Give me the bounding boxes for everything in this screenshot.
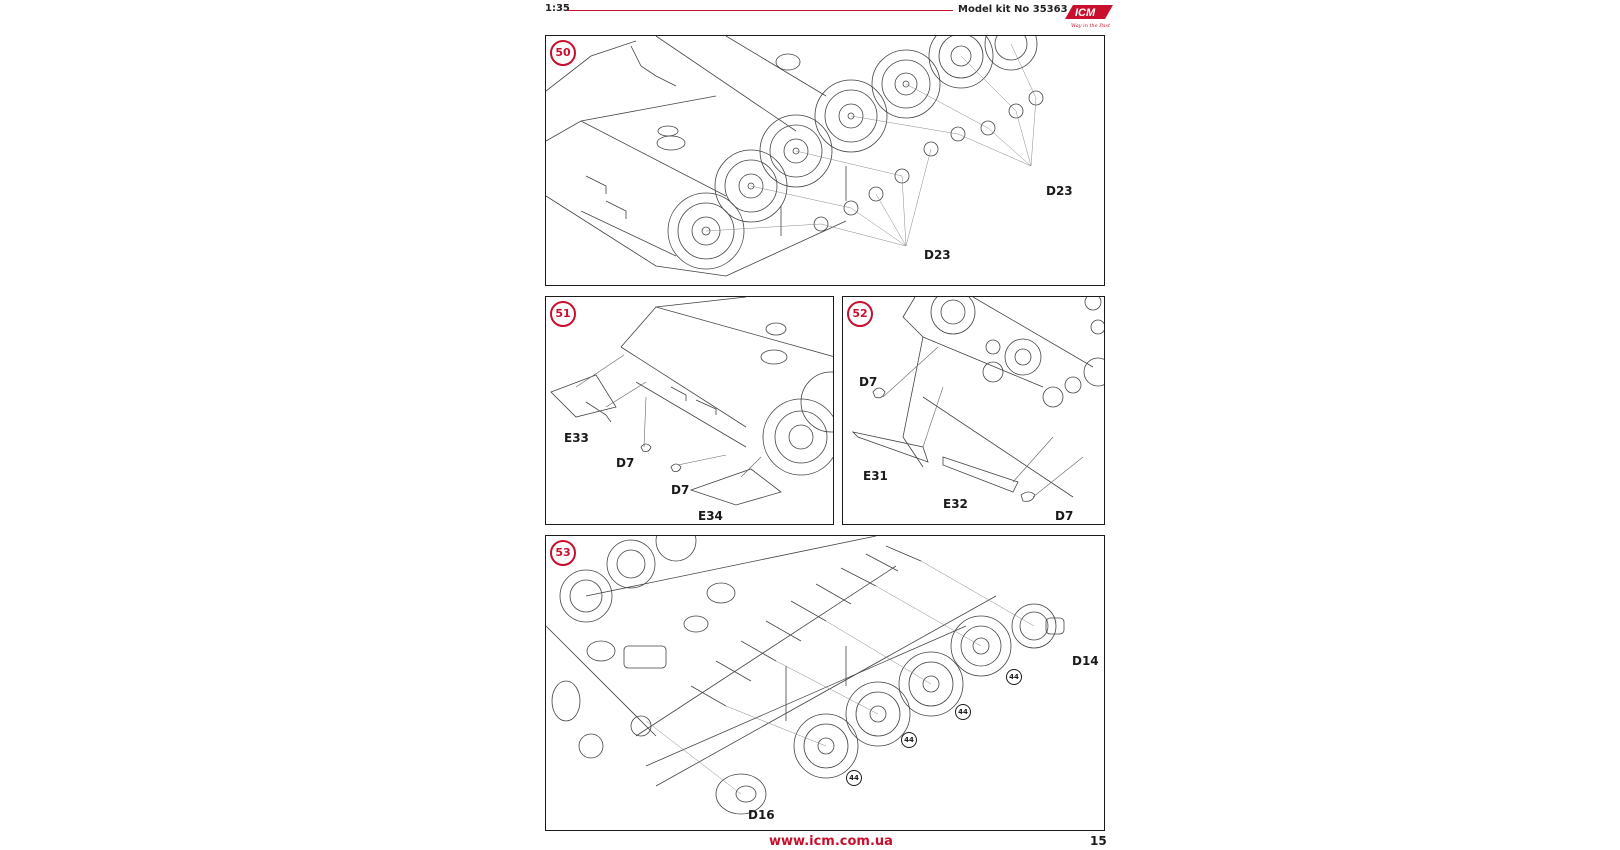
- step-number-badge: 50: [550, 40, 576, 66]
- step-51-panel: 51 E33 D7 D7 E34: [545, 296, 834, 525]
- scale-label: 1:35: [545, 3, 570, 14]
- part-label-e33: E33: [564, 431, 589, 445]
- step-number-badge: 53: [550, 540, 576, 566]
- part-label-d16: D16: [748, 808, 775, 822]
- header-rule: [567, 10, 953, 11]
- part-label-d7-lower: D7: [1055, 509, 1074, 523]
- brand-tagline: Way in the Past: [1071, 23, 1111, 29]
- icm-logo: ICM Way in the Past: [1063, 1, 1115, 29]
- step-number-badge: 51: [550, 301, 576, 327]
- step-50-panel: 50 D23 D23: [545, 35, 1105, 286]
- part-label-e32: E32: [943, 497, 968, 511]
- wheel-qty-marker: 44: [955, 704, 971, 720]
- brand-text: ICM: [1075, 7, 1096, 19]
- part-label-d7-upper: D7: [859, 375, 878, 389]
- part-label-d23-lower: D23: [924, 248, 951, 262]
- wheel-qty-marker: 44: [901, 732, 917, 748]
- wheel-qty-marker: 44: [846, 770, 862, 786]
- page-number: 15: [1090, 834, 1107, 848]
- step-53-panel: 53 D14 D16 44 44 44 44: [545, 535, 1105, 831]
- part-label-d7-right: D7: [671, 483, 690, 497]
- part-label-d23-upper: D23: [1046, 184, 1073, 198]
- step-50-drawing: [546, 36, 1044, 277]
- step-52-panel: 52 D7 E31 E32 D7: [842, 296, 1105, 525]
- part-label-e31: E31: [863, 469, 888, 483]
- part-label-d14: D14: [1072, 654, 1099, 668]
- footer-url[interactable]: www.icm.com.ua: [769, 834, 893, 849]
- step-51-drawing: [550, 297, 833, 506]
- wheel-qty-marker: 44: [1006, 669, 1022, 685]
- kit-number-label: Model kit No 35363: [958, 4, 1068, 15]
- part-label-d7-left: D7: [616, 456, 635, 470]
- step-number-badge: 52: [847, 301, 873, 327]
- step-53-drawing: [546, 536, 1065, 815]
- part-label-e34: E34: [698, 509, 723, 523]
- step-52-drawing: [851, 297, 1104, 502]
